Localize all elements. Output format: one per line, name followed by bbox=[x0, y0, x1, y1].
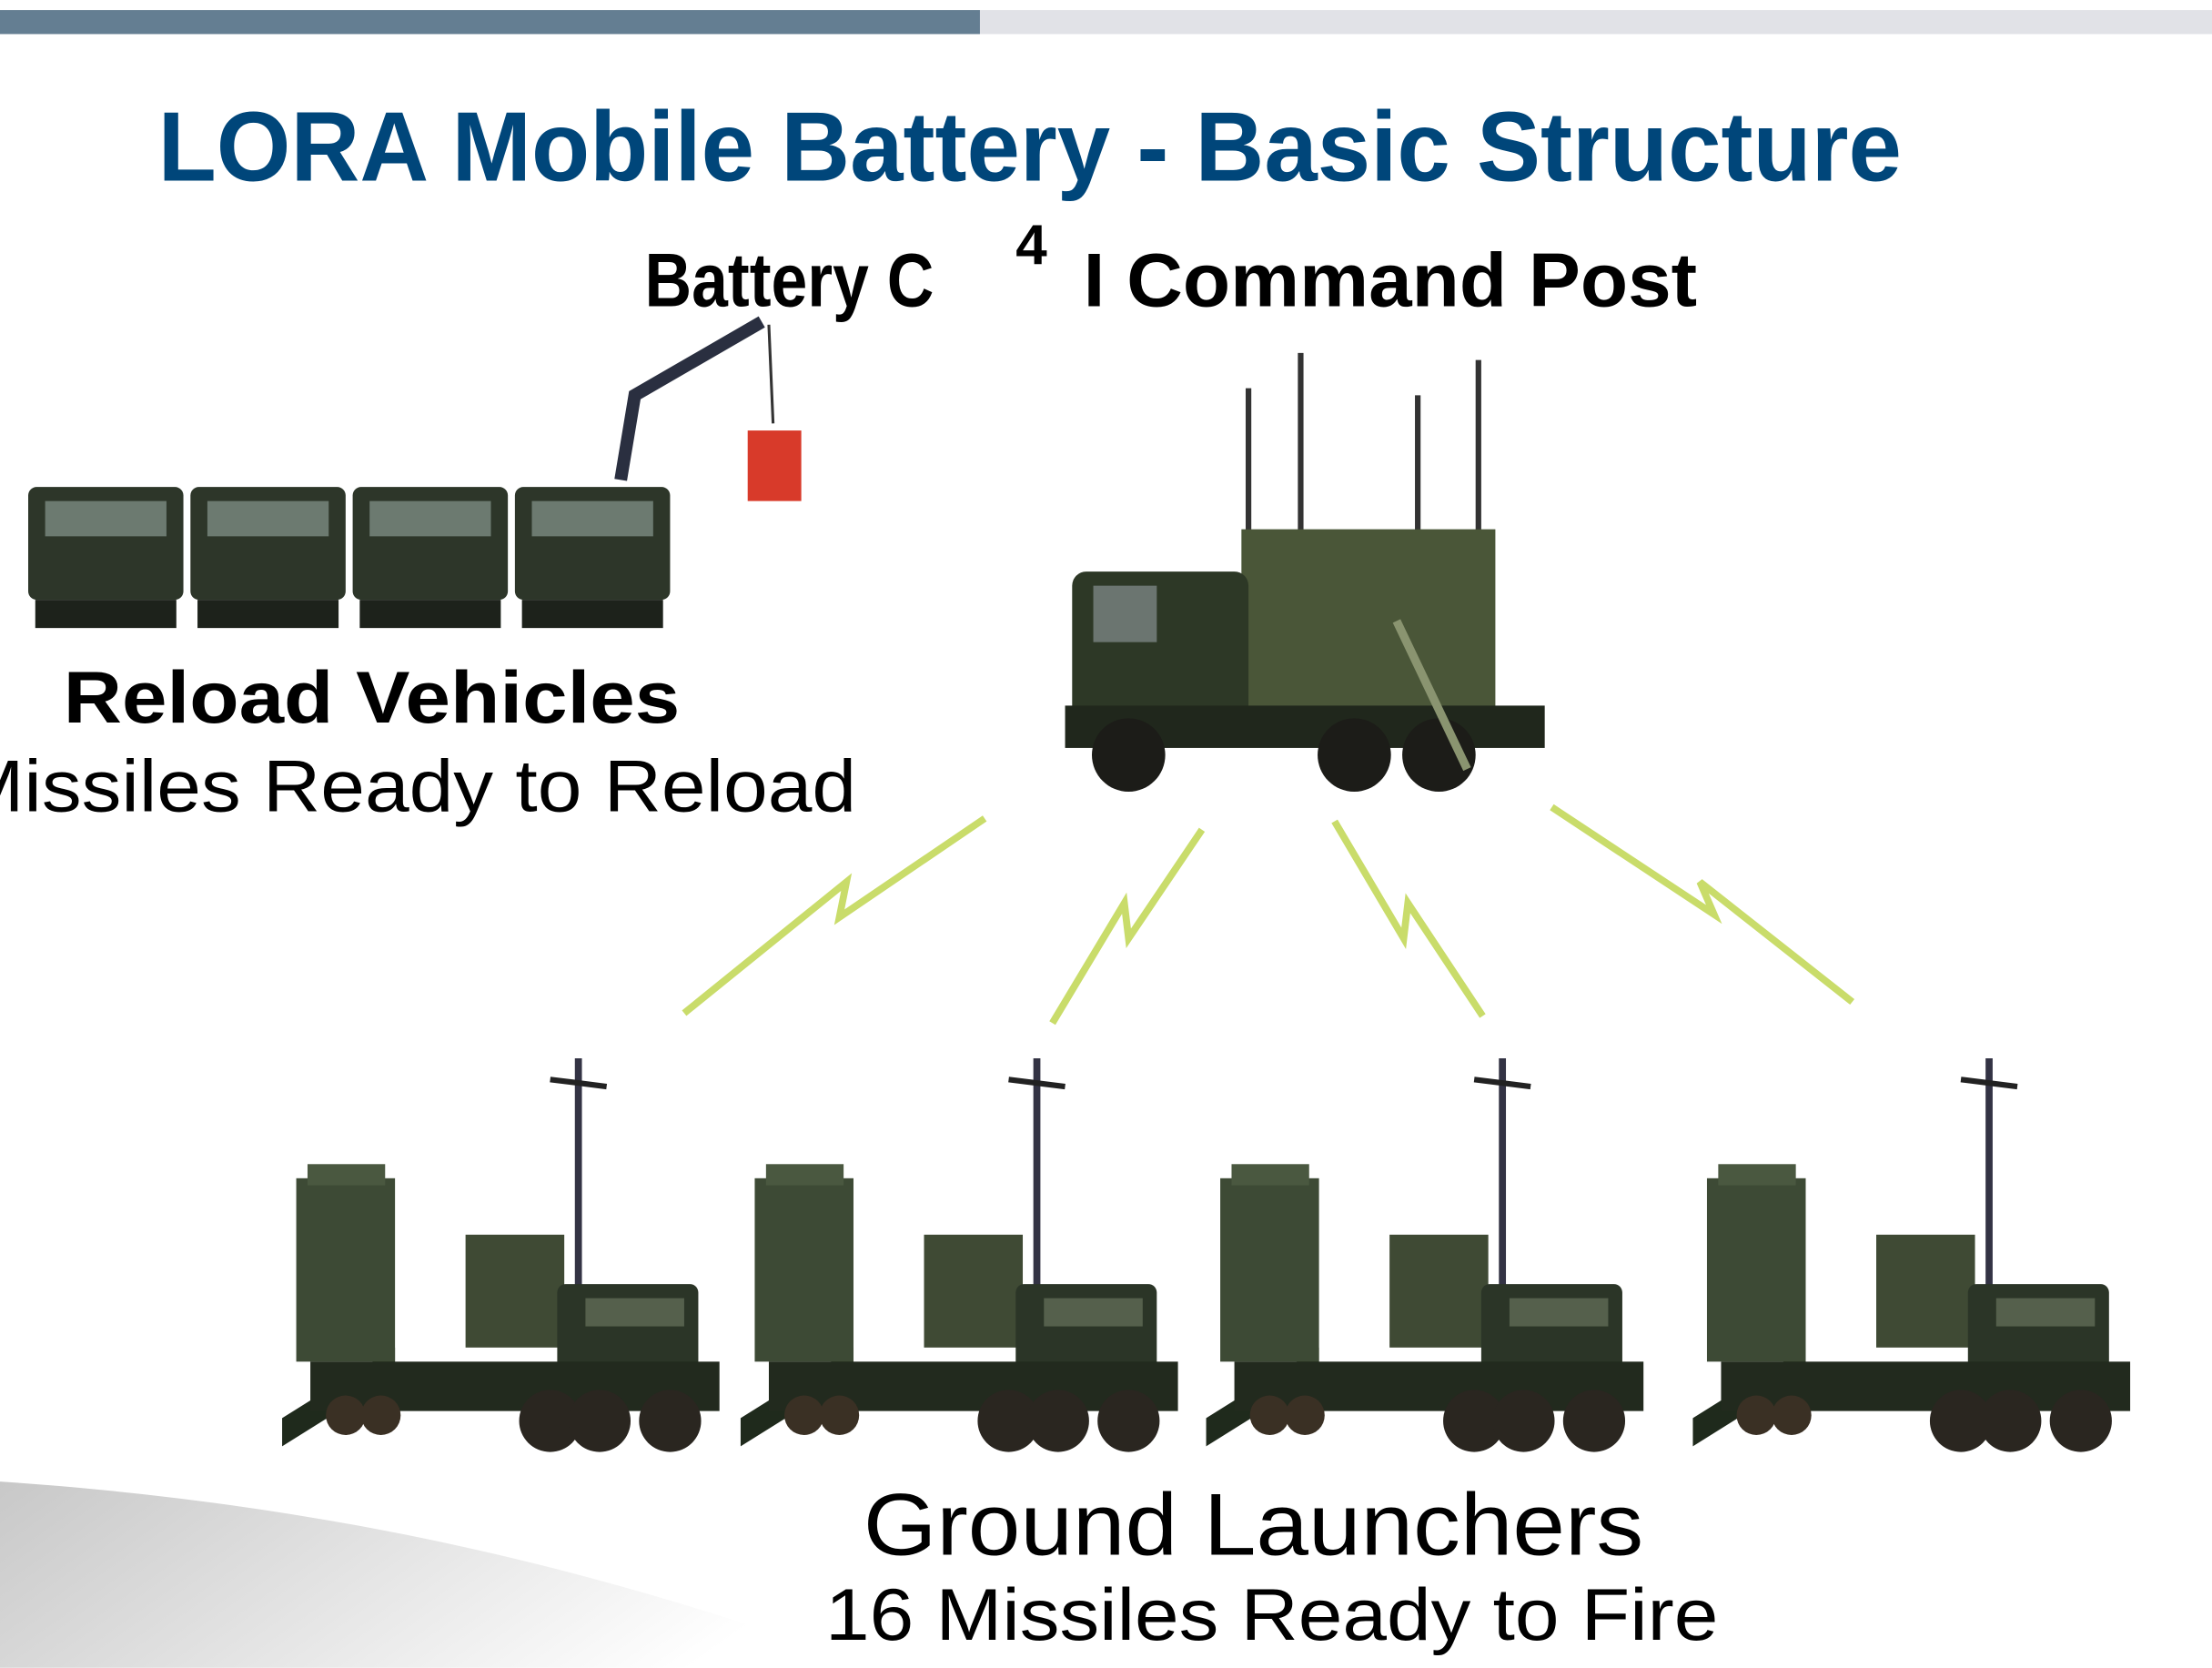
progress-bar-fill bbox=[0, 10, 980, 35]
command-post-label: Battery C 4 I Command Post bbox=[645, 214, 1698, 323]
radio-link-icons bbox=[682, 804, 1855, 1026]
ground-launchers-title: Ground Launchers bbox=[864, 1477, 1643, 1574]
ground-launchers-image bbox=[282, 1058, 2130, 1452]
command-post-vehicle-image bbox=[1065, 352, 1545, 792]
reload-vehicles-title: Reload Vehicles bbox=[64, 657, 681, 739]
command-post-suffix: I Command Post bbox=[1084, 238, 1697, 323]
ground-launchers-subtitle: 16 Missiles Ready to Fire bbox=[825, 1574, 1718, 1656]
reload-vehicles-image bbox=[28, 316, 802, 629]
background-swoosh bbox=[0, 1481, 875, 1668]
reload-vehicles-subtitle: Missiles Ready to Reload bbox=[0, 746, 856, 828]
command-post-superscript: 4 bbox=[1015, 214, 1047, 277]
command-post-prefix: Battery C bbox=[645, 238, 934, 323]
slide-title: LORA Mobile Battery - Basic Structure bbox=[158, 92, 1902, 202]
